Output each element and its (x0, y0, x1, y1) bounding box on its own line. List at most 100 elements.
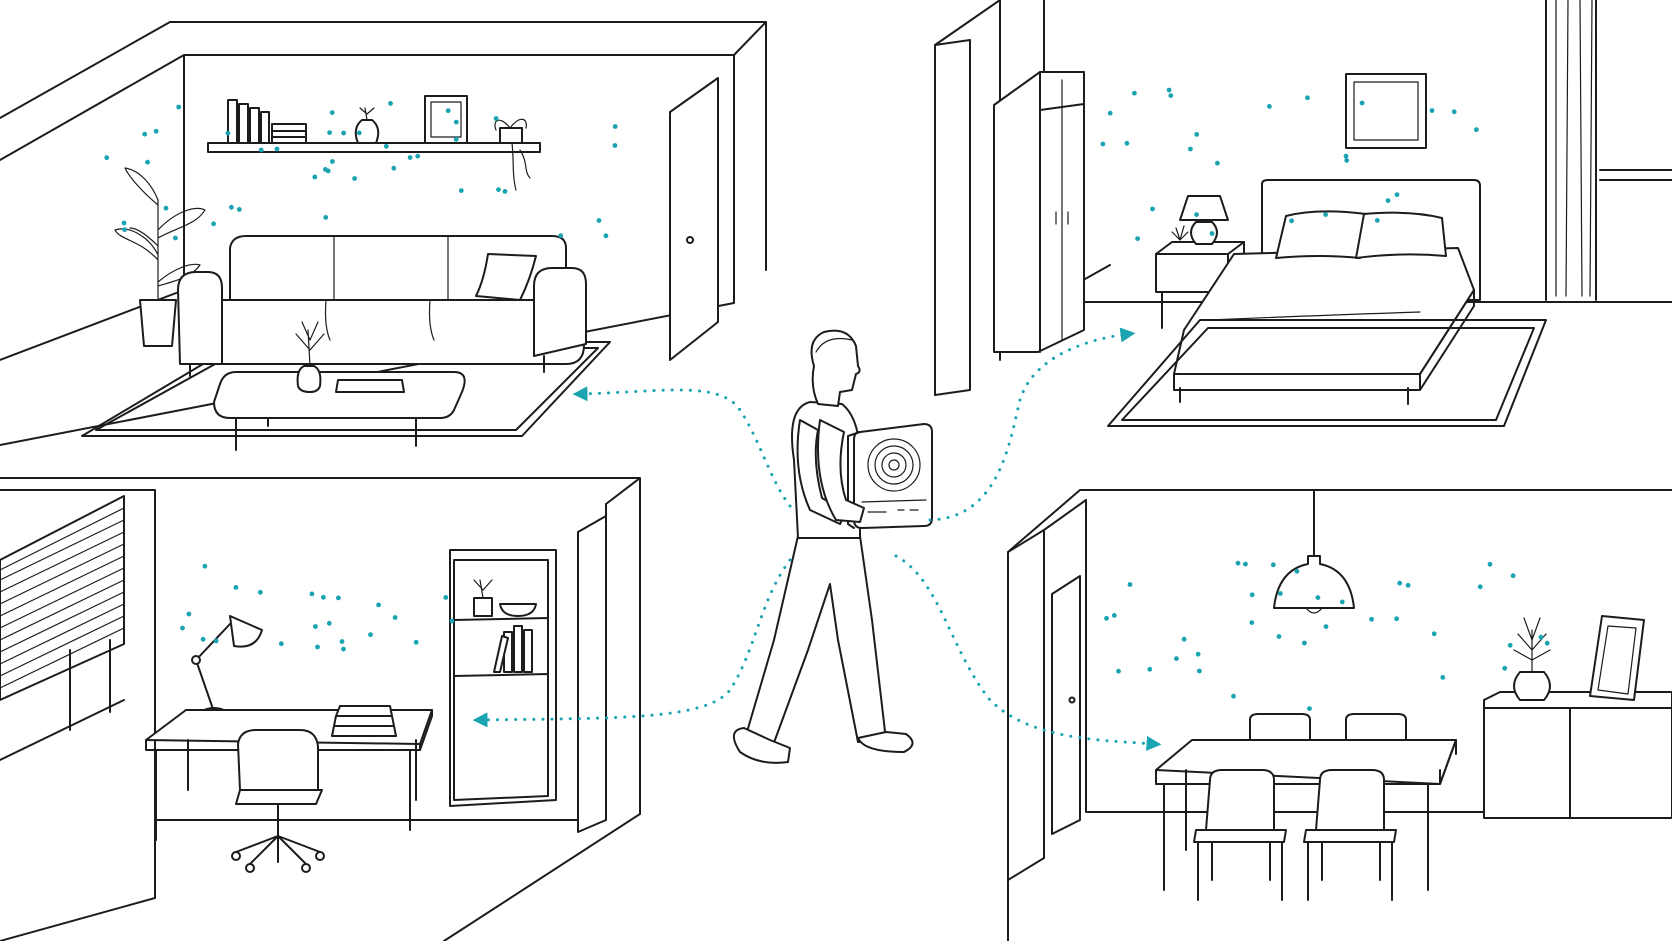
particle-dot (1150, 206, 1155, 212)
particle-dot (1374, 218, 1380, 223)
particle-dot (323, 215, 329, 220)
particle-dot (1323, 624, 1329, 629)
airflow-to-bedroom (928, 327, 1136, 522)
dining-table (1155, 713, 1457, 901)
living-room-rug (81, 341, 611, 437)
living-room-door (669, 77, 719, 361)
dining-door (1051, 575, 1081, 835)
wall-picture (1345, 73, 1427, 149)
particle-dot (258, 589, 263, 595)
particle-dot (329, 110, 335, 115)
particle-dot (1181, 636, 1187, 642)
particle-dot (341, 646, 346, 652)
sofa (177, 235, 587, 377)
particle-dot (213, 638, 219, 644)
particle-dot (341, 130, 346, 136)
particle-dot (413, 639, 419, 645)
particle-dot (1270, 562, 1276, 568)
particle-dot (1510, 573, 1516, 579)
particle-dot (1487, 561, 1493, 567)
particle-dot (142, 131, 148, 137)
particle-dot (1166, 87, 1172, 93)
particle-dot (356, 130, 362, 136)
particle-dot (1231, 693, 1236, 699)
particle-dot (1544, 640, 1550, 646)
airflow-to-living-room (572, 386, 792, 508)
window-blinds (0, 495, 125, 761)
particle-dot (443, 595, 449, 600)
particle-dot (1369, 616, 1374, 622)
particle-dot (368, 632, 373, 638)
particle-dot (202, 563, 208, 569)
particle-dot (1209, 231, 1215, 236)
particle-dot (1195, 651, 1201, 657)
particle-dot (1194, 212, 1199, 218)
wardrobe (993, 71, 1085, 353)
particle-dot (1124, 140, 1130, 146)
particle-dot (312, 174, 318, 180)
particle-dot (309, 591, 315, 597)
particle-dot (104, 155, 110, 161)
particle-dot (1289, 218, 1294, 224)
wall-shelf (207, 95, 541, 191)
particle-dot (173, 235, 178, 241)
particle-dot (1249, 592, 1255, 598)
bedroom-rug (1107, 319, 1547, 427)
particle-dot (1477, 584, 1483, 590)
particle-dot (603, 233, 609, 239)
particle-dot (1188, 146, 1193, 152)
particle-dot (229, 204, 234, 210)
particle-dot (1135, 236, 1140, 242)
living-room-walls (0, 21, 767, 446)
particle-dot (1194, 132, 1200, 137)
particle-dot (326, 620, 332, 626)
pendant-lamp (1273, 489, 1355, 614)
particle-dot (1315, 595, 1321, 600)
particle-dot (1267, 104, 1272, 109)
particle-dot (376, 602, 381, 608)
particle-dot (315, 644, 320, 650)
particle-dot (1116, 668, 1121, 674)
bed (1173, 179, 1481, 405)
desk (145, 705, 433, 841)
particle-dot (388, 101, 393, 106)
desk-lamp (191, 615, 263, 713)
particle-dot (493, 116, 499, 121)
particle-dot (1474, 127, 1479, 133)
particle-dot (176, 104, 182, 110)
particle-dot (596, 218, 602, 223)
particle-dot (1100, 141, 1106, 147)
particle-dot (458, 188, 464, 194)
living-room (0, 21, 767, 451)
airflow-to-dining-room (894, 554, 1162, 751)
airflow-paths (472, 327, 1162, 751)
bookcase (449, 549, 557, 807)
particle-dot (153, 128, 159, 134)
particle-dot (163, 205, 169, 211)
particle-dot (330, 159, 335, 164)
particle-dot (1502, 665, 1508, 671)
particle-dot (1127, 582, 1133, 587)
particle-dot (1343, 153, 1349, 159)
particle-dot (274, 146, 280, 152)
person-head (810, 329, 861, 407)
particle-dot (1132, 90, 1137, 96)
particle-dot (445, 108, 451, 114)
particle-dot (1429, 108, 1435, 113)
particle-dot (1147, 666, 1153, 672)
particle-dot (1339, 599, 1345, 605)
particle-dot (407, 155, 413, 160)
particle-dot (1294, 568, 1300, 574)
particle-dot (1174, 656, 1179, 661)
particle-dot (558, 233, 564, 239)
particle-dot (258, 147, 264, 153)
particle-dot (612, 124, 618, 129)
particle-dot (1249, 620, 1255, 625)
particle-dot (392, 615, 398, 620)
particle-dot (415, 153, 421, 159)
office-chair (231, 729, 325, 873)
person-carrying-purifier (733, 329, 933, 764)
particle-dot (1104, 615, 1109, 621)
